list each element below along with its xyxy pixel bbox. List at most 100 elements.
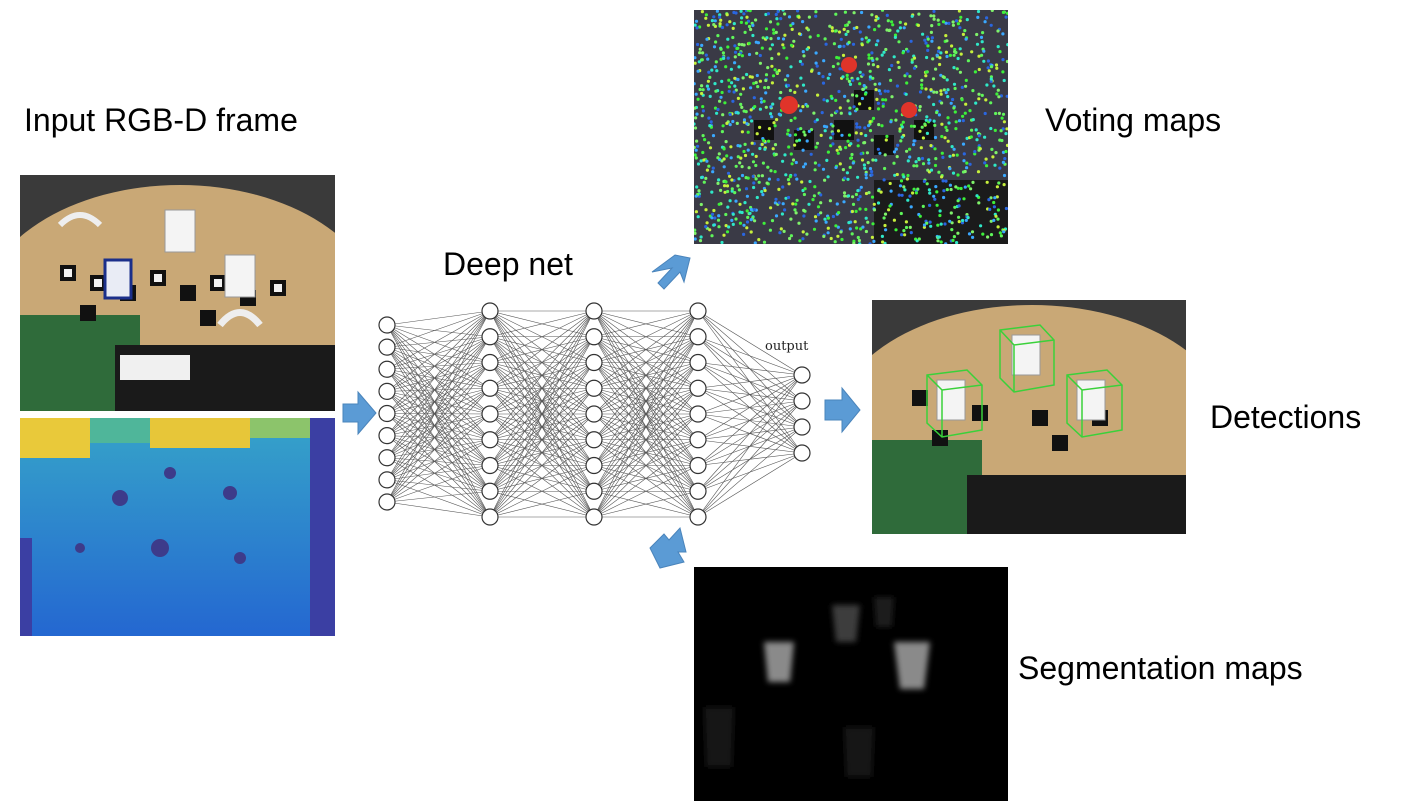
vote-dot [859,132,863,136]
vote-dot [694,19,699,23]
vote-dot [774,214,779,218]
vote-dot [977,134,981,138]
vote-dot [821,167,826,171]
vote-dot [825,158,829,162]
vote-dot [906,198,910,202]
vote-dot [694,228,697,232]
vote-dot [813,120,817,124]
vote-dot [831,132,835,136]
vote-dot [916,187,920,191]
vote-dot [953,110,957,114]
vote-dot [812,194,816,198]
vote-dot [951,97,955,102]
vote-dot [694,116,698,120]
vote-dot [810,69,814,73]
vote-dot [760,142,764,146]
vote-dot [864,36,868,40]
vote-dot [926,44,930,48]
vote-dot [694,237,697,241]
vote-dot [964,84,968,88]
vote-dot [868,69,872,73]
vote-dot [873,82,877,86]
vote-dot [883,241,887,244]
vote-dot [960,98,964,102]
vote-dot [1005,94,1008,98]
vote-dot [834,224,838,228]
vote-dot [717,225,721,229]
vote-dot [762,139,766,143]
vote-dot [709,120,713,124]
vote-dot [998,50,1002,54]
network-edge [386,362,491,481]
vote-dot [832,42,836,46]
network-node [481,456,499,475]
vote-dot [1001,10,1005,14]
vote-dot [719,47,723,51]
vote-dot [886,89,890,93]
vote-dot [939,92,943,96]
vote-dot [989,219,993,223]
vote-dot [797,32,802,36]
vote-dot [721,51,725,55]
vote-dot [959,186,963,191]
vote-dot [849,156,853,160]
vote-dot [743,153,748,158]
vote-dot [814,10,818,14]
vote-dot [969,135,973,139]
vote-dot [986,66,990,70]
vote-dot [877,123,881,127]
vote-dot [898,127,902,131]
vote-dot [736,144,740,148]
network-edge [386,388,491,458]
vote-dot [757,238,761,242]
vote-dot [939,51,943,55]
network-node [481,328,499,346]
vote-dot [787,145,791,149]
vote-dot [751,23,755,27]
network-edge [386,413,491,436]
vote-dot [821,81,826,85]
vote-dot [960,221,965,225]
vote-dot [957,119,962,123]
vote-dot [799,109,803,113]
vote-dot [941,179,945,183]
vote-dot [844,32,848,36]
vote-dot [959,52,963,56]
vote-dot [961,114,965,118]
vote-dot [977,92,981,96]
vote-dot [976,10,981,14]
vote-dot [851,195,855,199]
vote-dot [785,56,789,60]
detections-label: Detections [1210,399,1362,435]
vote-dot [892,218,896,222]
vote-dot [948,53,952,58]
vote-dot [694,92,698,96]
vote-dot [777,52,781,56]
vote-dot [773,201,777,205]
vote-dot [802,192,806,197]
vote-dot [877,89,881,93]
vote-dot [952,147,956,151]
vote-dot [765,181,769,185]
network-edge [386,413,491,518]
vote-dot [712,15,716,19]
vote-dot [973,70,977,74]
vote-dot [789,152,793,156]
network-edge [386,439,491,503]
vote-dot [954,19,959,23]
vote-dot [952,66,956,70]
network-edge [386,388,491,503]
vote-dot [745,220,750,224]
vote-dot [781,43,785,47]
vote-dot [948,167,952,171]
network-edge [697,374,803,518]
vote-dot [728,112,732,117]
vote-dot [843,10,847,14]
vote-dot [961,142,966,146]
vote-dot [837,30,842,34]
vote-dot [707,116,711,120]
vote-dot [821,75,825,79]
vote-dot [773,124,777,128]
vote-dot [721,113,725,117]
vote-dot [695,26,699,30]
